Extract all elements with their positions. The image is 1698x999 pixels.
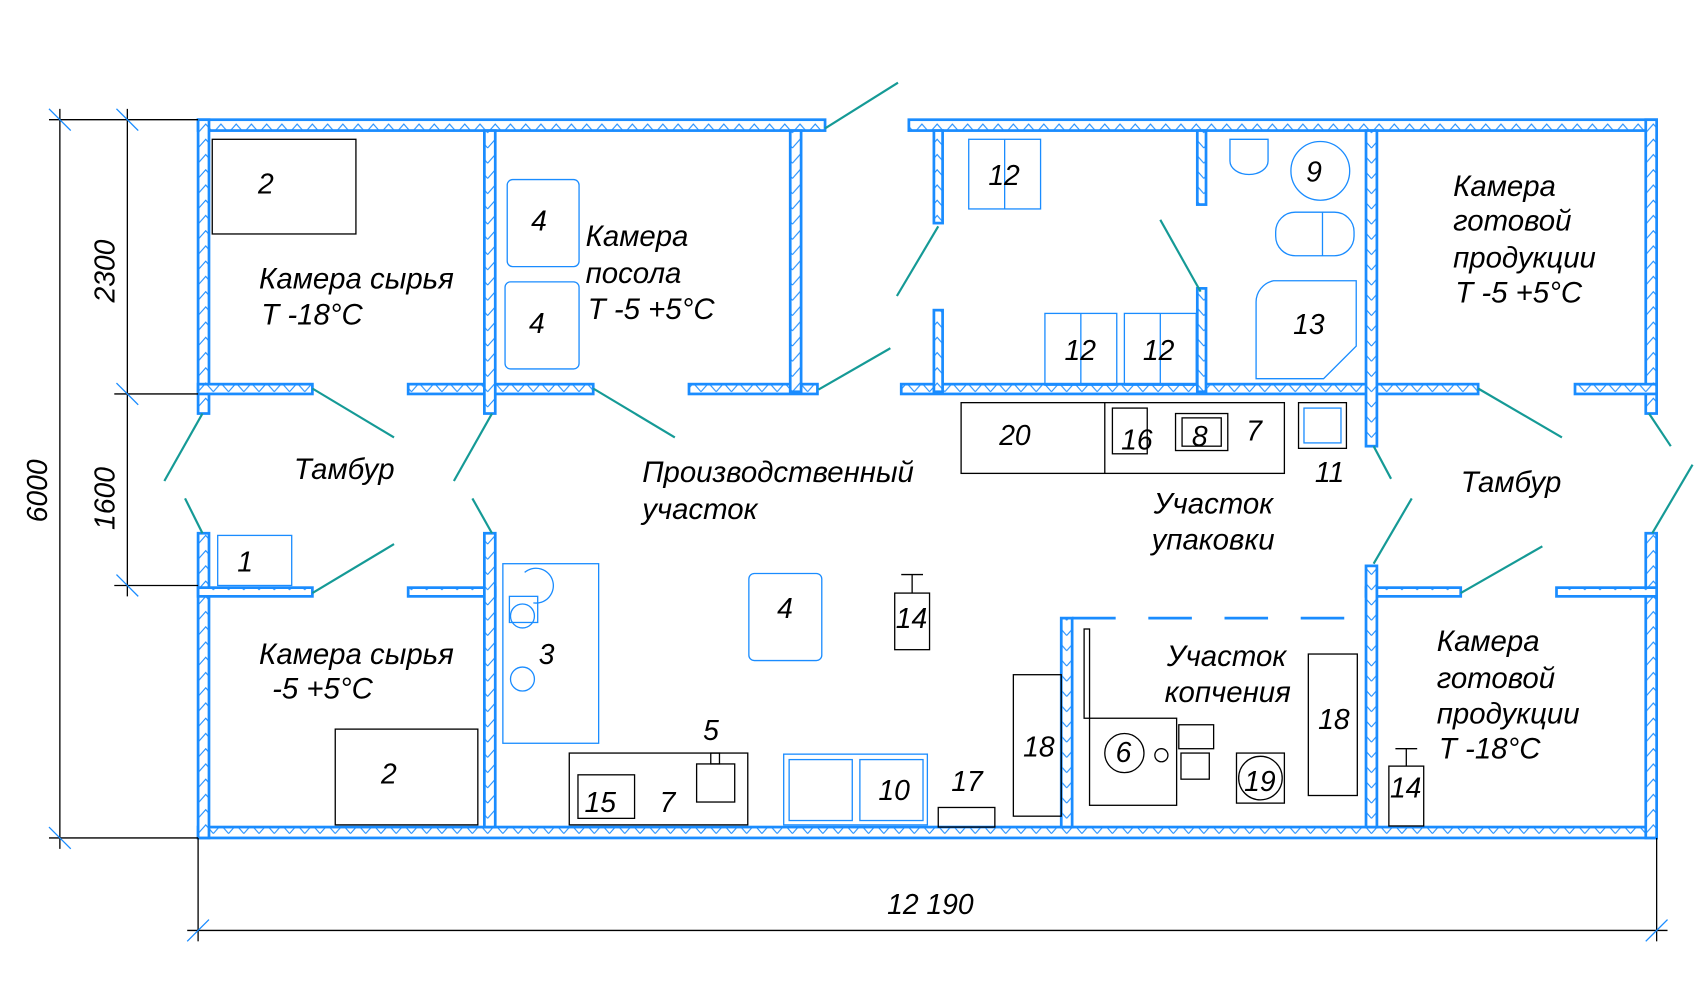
equipment-number: 6: [1116, 736, 1132, 768]
door-swings: [163, 81, 1694, 595]
equipment-number: 2: [257, 168, 274, 200]
equipment-number: 14: [896, 602, 927, 634]
room-finished-frozen-label: готовой: [1437, 662, 1555, 695]
equipment-3-sink: [502, 563, 600, 744]
equipment-9-circle: [1290, 140, 1351, 201]
shower-icon: [1255, 280, 1357, 380]
equipment-number: 11: [1315, 456, 1344, 488]
equipment-number: 12: [1143, 334, 1175, 366]
room-finished-frozen-label: Камера: [1437, 625, 1540, 658]
equipment-number: 9: [1306, 156, 1322, 188]
equipment-number: 15: [585, 786, 617, 818]
room-finished-cool-label: продукции: [1453, 242, 1596, 275]
equipment-4-table: [748, 572, 823, 662]
equipment-number: 12: [1065, 334, 1097, 366]
equipment-number: 13: [1293, 308, 1325, 340]
room-vestibule-right-label: Тамбур: [1461, 466, 1562, 499]
equipment-2-rack: [334, 728, 479, 826]
room-raw-cool-temp: -5 +5°C: [272, 673, 374, 706]
room-finished-cool-temp: T -5 +5°C: [1455, 277, 1583, 310]
equipment-number: 10: [878, 774, 910, 806]
equipment-number: 4: [529, 307, 545, 339]
equipment-number: 18: [1318, 703, 1350, 735]
dimension-middle-height: 1600: [88, 467, 120, 530]
equipment: [211, 138, 1425, 828]
room-raw-cool-label: Камера сырья: [259, 638, 454, 671]
equipment-number: 12: [988, 159, 1020, 191]
equipment-number: 20: [998, 419, 1031, 451]
equipment-number: 4: [777, 592, 793, 624]
equipment-number: 4: [531, 205, 547, 237]
equipment-number: 2: [380, 758, 397, 790]
toilet-icon: [1229, 138, 1269, 176]
room-packing-label: упаковки: [1150, 524, 1275, 557]
dimension-total-height: 6000: [21, 459, 53, 522]
equipment-4-table: [504, 281, 580, 370]
room-salting-label: Камера: [586, 220, 689, 253]
room-salting-temp: T -5 +5°C: [588, 293, 716, 326]
room-packing-label: Участок: [1153, 488, 1274, 521]
room-vestibule-left-label: Тамбур: [294, 453, 395, 486]
room-salting-label: посола: [586, 257, 682, 290]
room-finished-cool-label: Камера: [1453, 170, 1556, 203]
equipment-number: 1: [237, 545, 253, 577]
room-smoking-label: Участок: [1166, 640, 1287, 673]
equipment-number: 16: [1121, 423, 1153, 455]
equipment-number: 17: [951, 765, 984, 797]
room-smoking-label: копчения: [1165, 676, 1291, 709]
equipment-number: 5: [703, 714, 719, 746]
room-production-label: Производственный: [642, 456, 914, 489]
room-production-label: участок: [640, 493, 758, 526]
equipment-1: [217, 534, 293, 587]
room-finished-frozen-temp: T -18°C: [1439, 733, 1541, 766]
dimension-total-width: 12 190: [887, 888, 974, 920]
room-labels: Камера сырья T -18°C Камера посола T -5 …: [259, 170, 1596, 766]
equipment-2-rack: [211, 138, 357, 235]
equipment-18: [1307, 653, 1358, 797]
equipment-numbers: 2 2 4 4 4 12 12 12 9 13 20 16 8 7 11 1 3…: [237, 156, 1421, 818]
sink-icon: [1275, 211, 1355, 257]
room-finished-cool-label: готовой: [1453, 205, 1571, 238]
equipment-number: 8: [1192, 420, 1208, 452]
equipment-4-table: [506, 178, 580, 268]
equipment-18: [1012, 674, 1062, 817]
equipment-number: 3: [539, 638, 555, 670]
dimension-lines: 6000 2300 1600 12 190: [21, 108, 1668, 942]
equipment-number: 14: [1390, 772, 1421, 804]
room-finished-frozen-label: продукции: [1437, 698, 1580, 731]
room-raw-frozen-temp: T -18°C: [261, 298, 363, 331]
equipment-number: 19: [1244, 765, 1276, 797]
equipment-number: 7: [660, 786, 677, 818]
room-raw-frozen-label: Камера сырья: [259, 262, 454, 295]
equipment-number: 18: [1023, 730, 1055, 762]
equipment-number: 7: [1246, 415, 1263, 447]
equipment-17: [937, 806, 996, 828]
dimension-upper-height: 2300: [88, 239, 120, 303]
